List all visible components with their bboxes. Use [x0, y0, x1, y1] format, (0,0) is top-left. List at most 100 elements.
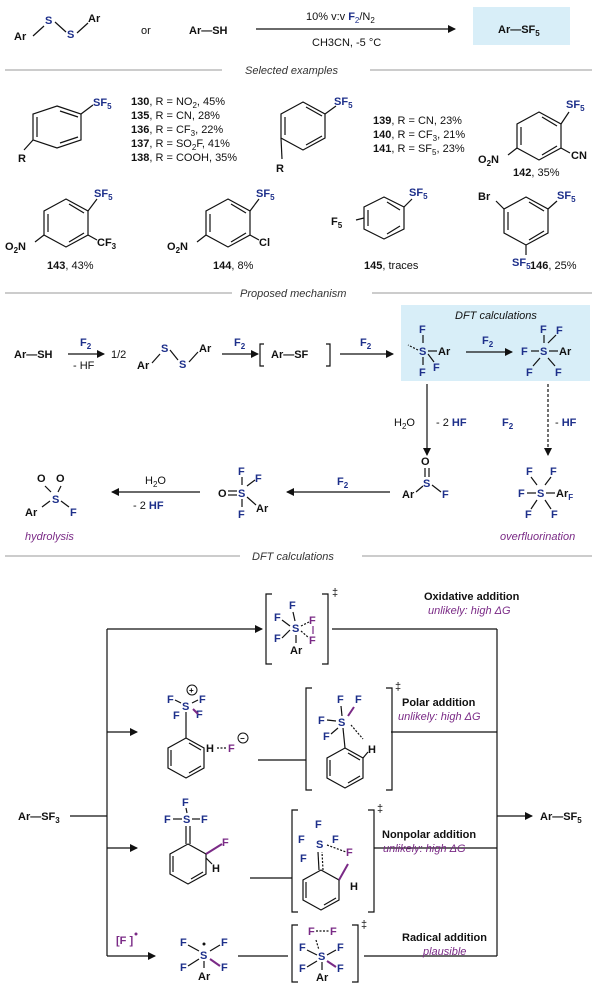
dft-box-label: DFT calculations [455, 310, 537, 322]
mech-hydrolysis-label: hydrolysis [25, 531, 74, 543]
svg-text:F: F [323, 731, 330, 743]
svg-text:F: F [315, 819, 322, 831]
svg-text:‡: ‡ [361, 919, 367, 931]
int-polar-ion-pair: S + F F F F H F − [167, 684, 249, 779]
mech-f: F [556, 325, 563, 337]
mech-o: O [56, 473, 65, 485]
svg-text:F: F [337, 942, 344, 954]
top-conditions-above: 10% v:v F2/N2 [306, 11, 375, 25]
substituent-r: R [276, 163, 284, 175]
mech-o: O [421, 456, 430, 468]
svg-text:F: F [182, 797, 189, 809]
svg-text:‡: ‡ [377, 803, 383, 815]
svg-text:F: F [299, 942, 306, 954]
section-title-selected-examples: Selected examples [245, 65, 338, 77]
svg-text:F: F [355, 694, 362, 706]
mech-f: F [555, 367, 562, 379]
dft-radical-title: Radical addition [402, 932, 487, 944]
mech-overfluorination-product: S F ArF F F F F overfluorination [500, 466, 575, 543]
svg-text:H: H [350, 881, 358, 893]
dft-start-arsf3: Ar—SF3 [18, 811, 60, 825]
mech-half: 1/2 [111, 349, 126, 361]
svg-text:S: S [318, 951, 325, 963]
mech-arsf: Ar—SF [271, 349, 309, 361]
mech-o: O [218, 488, 227, 500]
mech-ar: Ar [438, 346, 451, 358]
example-138: 138, R = COOH, 35% [131, 152, 237, 164]
svg-text:−: − [240, 734, 245, 743]
svg-text:F: F [222, 837, 229, 849]
svg-text:F: F [330, 926, 337, 938]
section-title-dft-calculations: DFT calculations [252, 551, 334, 563]
mech-f: F [255, 473, 262, 485]
svg-text:S: S [200, 950, 207, 962]
svg-text:F: F [199, 694, 206, 706]
mech-ar: Ar [559, 346, 572, 358]
mech-sf3-intermediate: S Ar F F F [407, 324, 451, 379]
svg-text:F: F [201, 814, 208, 826]
top-product: Ar—SF5 [498, 24, 540, 38]
substituent-no2: O2N [5, 241, 26, 255]
mech-f2: F2 [482, 335, 494, 349]
svg-text:H: H [206, 743, 214, 755]
ts-radical-addition: ‡ F F S F F F F Ar Radical addition plau… [291, 919, 487, 984]
mech-disulfide-ar1: Ar [137, 360, 150, 372]
svg-text:F: F [180, 962, 187, 974]
svg-text:F: F [337, 963, 344, 975]
mech-disulfide-ar2: Ar [199, 343, 212, 355]
svg-text:F: F [300, 853, 307, 865]
example-list-139-141: 139, R = CN, 23% 140, R = CF3, 21% 141, … [373, 115, 465, 157]
mech-s: S [537, 488, 544, 500]
mech-f: F [238, 509, 245, 521]
dft-radical-note: plausible [422, 946, 466, 958]
mech-minus-hf: - HF [73, 360, 95, 372]
svg-text:F: F [337, 694, 344, 706]
example-130: 130, R = NO2, 45% [131, 96, 225, 110]
svg-text:Ar: Ar [198, 971, 211, 983]
mech-f: F [521, 346, 528, 358]
mech-sf4-intermediate: S F Ar F F F F [521, 324, 572, 379]
substituent-sf5: SF5 [93, 97, 112, 111]
compound-146-label: 146, 25% [530, 260, 577, 272]
mech-f: F [526, 466, 533, 478]
example-139: 139, R = CN, 23% [373, 115, 462, 127]
dft-highlight-box [401, 305, 590, 381]
mech-o: O [37, 473, 46, 485]
mech-s: S [52, 494, 59, 506]
svg-text:+: + [189, 686, 194, 695]
compound-145: SF5 F5 145, traces [331, 187, 428, 272]
substituent-sf5: SF5 [512, 257, 531, 271]
svg-text:F: F [164, 814, 171, 826]
svg-text:S: S [182, 701, 189, 713]
mech-f2: F2 [337, 476, 349, 490]
mech-s: S [540, 346, 547, 358]
svg-text:F: F [309, 635, 316, 647]
or-label: or [141, 25, 151, 37]
substituent-sf5: SF5 [334, 96, 353, 110]
mech-f2: F2 [360, 337, 372, 351]
svg-text:F: F [299, 963, 306, 975]
reactant-s2: S [67, 29, 74, 41]
svg-text:Ar: Ar [290, 645, 303, 657]
substituent-no2: O2N [478, 154, 499, 168]
svg-text:F: F [318, 715, 325, 727]
svg-text:F: F [167, 694, 174, 706]
benzene-ring-para: SF5 R [18, 97, 112, 165]
mech-f: F [419, 324, 426, 336]
section-title-proposed-mechanism: Proposed mechanism [240, 288, 346, 300]
mech-h2o: H2O [394, 417, 415, 431]
example-135: 135, R = CN, 28% [131, 110, 220, 122]
substituent-sf5: SF5 [94, 188, 113, 202]
mech-sulfonyl-fluoride: O O S Ar F hydrolysis [25, 473, 77, 543]
substituent-f5: F5 [331, 216, 343, 230]
example-list-130-138: 130, R = NO2, 45% 135, R = CN, 28% 136, … [131, 96, 237, 164]
mech-s: S [238, 488, 245, 500]
mech-f: F [551, 509, 558, 521]
substituent-r: R [18, 153, 26, 165]
mech-sulfinyl-fluoride: Ar S O F [402, 456, 449, 501]
mech-ar: Ar [25, 507, 38, 519]
top-reaction: Ar S S Ar or Ar—SH 10% v:v F2/N2 CH3CN, … [14, 7, 570, 49]
mech-ar: Ar [256, 503, 269, 515]
mech-f: F [442, 489, 449, 501]
